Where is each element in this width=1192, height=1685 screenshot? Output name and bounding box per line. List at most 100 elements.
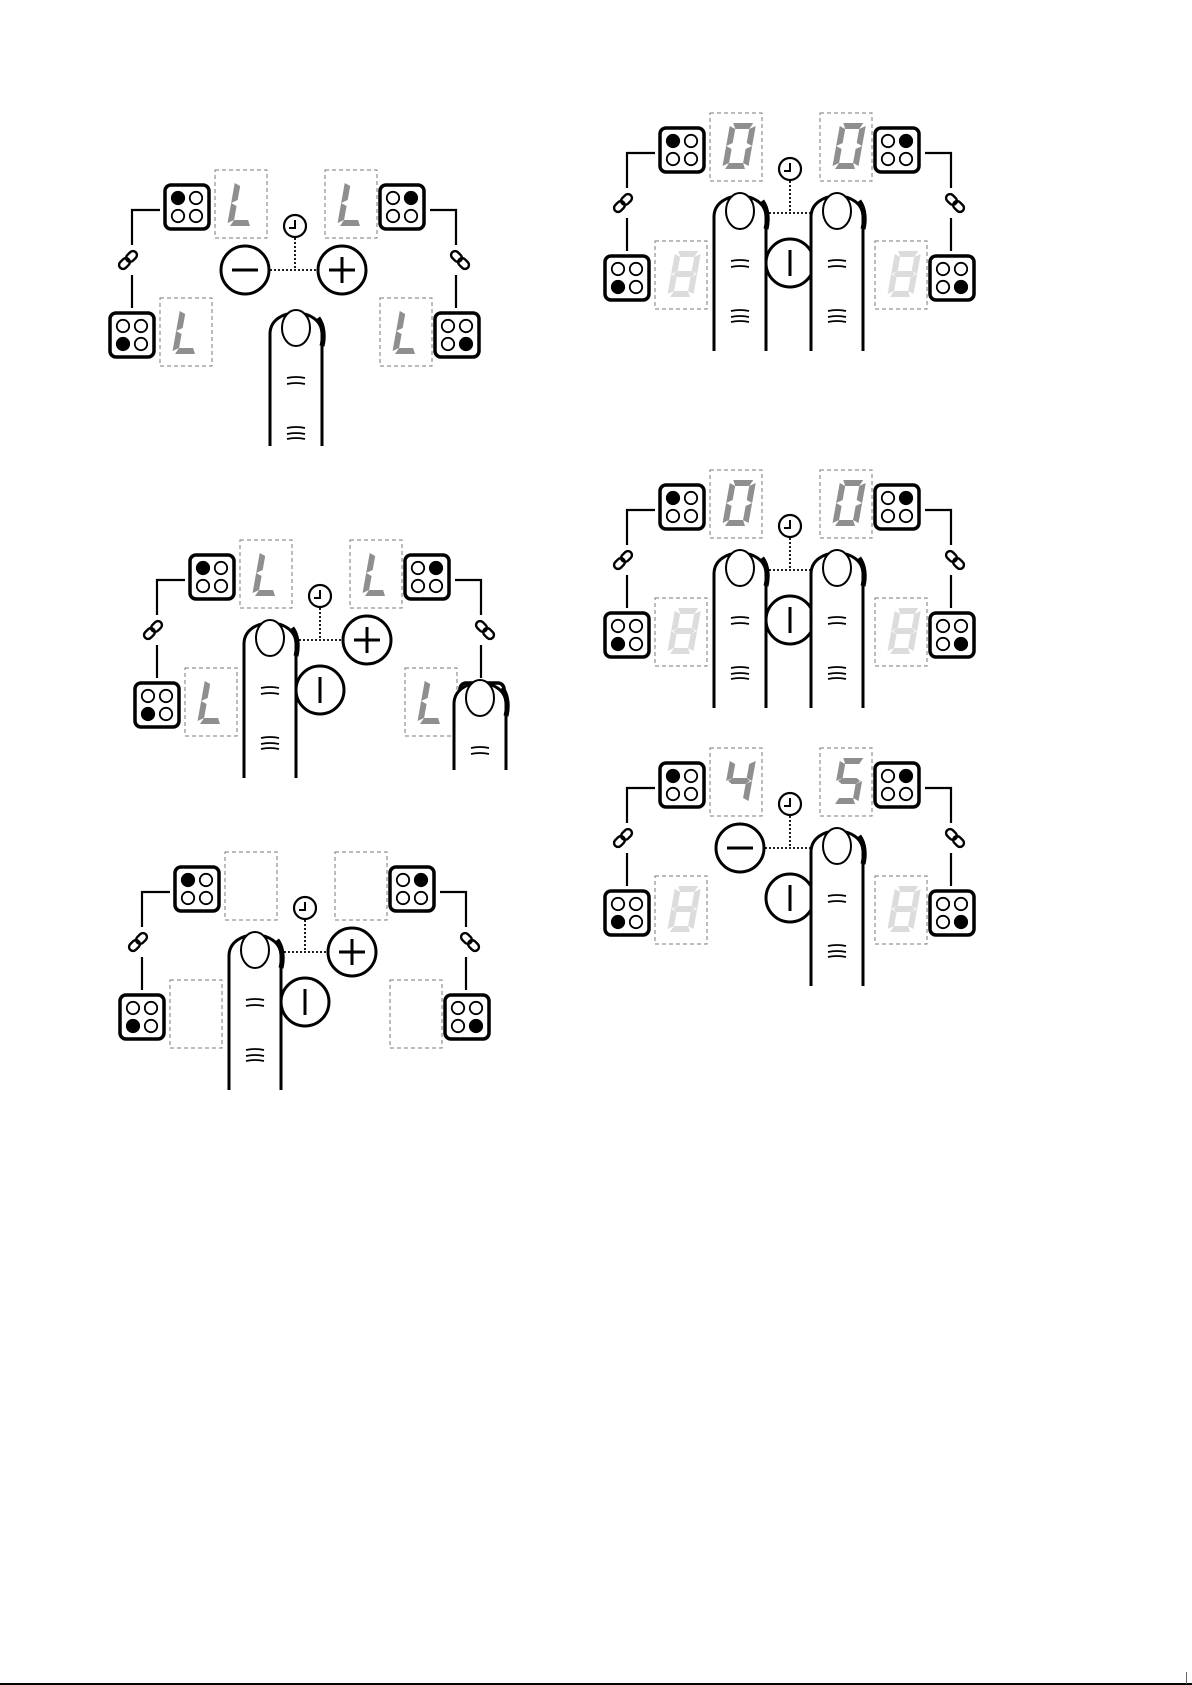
plus-key	[343, 616, 391, 664]
segment-a	[733, 480, 753, 486]
segment-d	[835, 798, 855, 804]
finger-crease	[828, 956, 846, 957]
segment-f	[366, 553, 375, 573]
display-frame	[240, 540, 292, 608]
segment-d	[670, 291, 690, 297]
zone-dot-icon	[430, 580, 442, 592]
zone-dot-icon	[215, 562, 227, 574]
zone-dot-icon	[442, 320, 454, 332]
chain-link	[127, 938, 141, 952]
segment-d	[890, 648, 910, 654]
display-frame	[390, 980, 442, 1048]
display-top-left	[240, 540, 292, 608]
zone-active-dot-icon	[197, 562, 209, 574]
chain-link	[944, 827, 958, 841]
chain-link	[951, 834, 965, 848]
zone-dot-icon	[160, 690, 172, 702]
finger-crease	[731, 673, 749, 674]
zone-rear-left-icon	[605, 891, 649, 935]
segment-a	[678, 608, 698, 614]
chain-link	[951, 556, 965, 570]
zone-active-dot-icon	[182, 874, 194, 886]
fingernail	[823, 828, 851, 864]
finger-crease	[287, 438, 305, 439]
zone-dot-icon	[387, 210, 399, 222]
minus-key	[221, 246, 269, 294]
display-top-left	[710, 113, 762, 181]
zone-frame-icon	[930, 891, 974, 935]
segment-d	[835, 520, 855, 526]
zone-dot-icon	[937, 898, 949, 910]
chain-link	[619, 827, 633, 841]
display-top-left	[215, 170, 267, 238]
segment-a	[733, 123, 753, 129]
zone-rear-right-icon	[930, 256, 974, 300]
segment-g	[673, 628, 695, 634]
zone-dot-icon	[882, 788, 894, 800]
zone-dot-icon	[460, 320, 472, 332]
zone-frame-icon	[135, 683, 179, 727]
finger-crease	[828, 266, 846, 267]
finger-on-zone	[454, 680, 507, 770]
finger-crease	[246, 1055, 264, 1056]
zone-rear-right-icon	[930, 891, 974, 935]
zone-frame-icon	[390, 867, 434, 911]
zone-front-left-icon	[165, 185, 209, 229]
zone-dot-icon	[612, 898, 624, 910]
segment-c	[853, 146, 862, 166]
segment-f	[726, 483, 735, 503]
segment-g	[838, 778, 860, 784]
bridge-right-line	[925, 510, 951, 545]
page-corner-mark	[1186, 1672, 1187, 1684]
segment-d	[670, 926, 690, 932]
zone-dot-icon	[387, 192, 399, 204]
zone-frame-icon	[445, 995, 489, 1039]
display-bottom-right	[875, 241, 927, 309]
zone-dot-icon	[882, 770, 894, 782]
chain-link	[474, 619, 488, 633]
zone-frame-icon	[660, 763, 704, 807]
zone-frame-icon	[120, 995, 164, 1039]
chain-link	[117, 256, 131, 270]
zone-dot-icon	[142, 690, 154, 702]
zone-dot-icon	[937, 638, 949, 650]
zone-active-dot-icon	[470, 1020, 482, 1032]
zone-dot-icon	[135, 338, 147, 350]
zone-frame-icon	[165, 185, 209, 229]
zone-frame-icon	[660, 485, 704, 529]
segment-a	[843, 480, 863, 486]
zone-dot-icon	[200, 874, 212, 886]
finger-crease	[828, 667, 846, 668]
finger-on-minus	[229, 932, 282, 1090]
segment-f	[421, 681, 430, 701]
bridge-right-line	[440, 892, 466, 927]
finger-crease	[471, 753, 489, 754]
display-bottom-left	[160, 298, 212, 366]
segment-g	[673, 906, 695, 912]
segment-f	[726, 126, 735, 146]
zone-active-dot-icon	[405, 192, 417, 204]
timer-clock-icon	[284, 215, 306, 237]
segment-c	[853, 503, 862, 523]
minus-key	[716, 824, 764, 872]
segment-g	[893, 271, 915, 277]
bridge-right-chain-icon	[944, 549, 965, 570]
zone-dot-icon	[900, 510, 912, 522]
zone-dot-icon	[145, 1020, 157, 1032]
segment-a	[898, 251, 918, 257]
display-bottom-left	[185, 668, 237, 736]
finger-crease	[731, 678, 749, 679]
plus-key	[328, 928, 376, 976]
finger-crease	[731, 617, 749, 618]
zone-dot-icon	[685, 510, 697, 522]
zone-dot-icon	[397, 874, 409, 886]
fingernail	[823, 550, 851, 586]
finger-crease	[828, 673, 846, 674]
display-bottom-left	[655, 598, 707, 666]
zone-active-dot-icon	[955, 281, 967, 293]
display-top-right	[820, 113, 872, 181]
zone-dot-icon	[182, 892, 194, 904]
zone-active-dot-icon	[430, 562, 442, 574]
chain-link	[944, 549, 958, 563]
zone-active-dot-icon	[612, 281, 624, 293]
